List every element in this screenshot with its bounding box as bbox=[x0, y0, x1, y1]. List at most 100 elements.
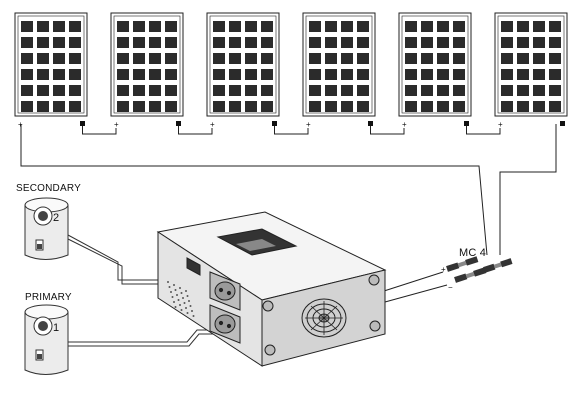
vent-hole bbox=[186, 312, 189, 314]
solar-cell bbox=[437, 85, 449, 96]
solar-cell bbox=[421, 21, 433, 32]
mc4-connectors: + − bbox=[441, 256, 513, 292]
dc-input-cable-negative bbox=[384, 284, 448, 303]
solar-cell bbox=[229, 101, 241, 112]
series-wiring bbox=[82, 126, 501, 135]
solar-cell bbox=[37, 85, 49, 96]
positive-terminal-label: + bbox=[306, 120, 311, 129]
solar-cell bbox=[549, 37, 561, 48]
solar-cell bbox=[117, 85, 129, 96]
solar-cell bbox=[325, 21, 337, 32]
solar-cell bbox=[501, 53, 513, 64]
vent-hole bbox=[191, 310, 193, 312]
solar-cell bbox=[245, 85, 257, 96]
vent-hole bbox=[170, 291, 172, 293]
vent-hole bbox=[183, 302, 186, 304]
solar-cell bbox=[453, 69, 465, 80]
solar-cell bbox=[325, 101, 337, 112]
solar-cell bbox=[341, 69, 353, 80]
negative-terminal-icon bbox=[80, 121, 85, 126]
solar-cell bbox=[357, 37, 369, 48]
vent-hole bbox=[188, 300, 190, 302]
solar-cell bbox=[37, 37, 49, 48]
mc4-connector-negative bbox=[454, 267, 487, 283]
solar-cell bbox=[437, 53, 449, 64]
solar-cell bbox=[453, 37, 465, 48]
solar-cell bbox=[149, 101, 161, 112]
solar-cell bbox=[133, 69, 145, 80]
solar-cell bbox=[69, 101, 81, 112]
solar-cell bbox=[325, 53, 337, 64]
solar-cell bbox=[533, 37, 545, 48]
solar-cell bbox=[213, 101, 225, 112]
screw-icon bbox=[369, 320, 381, 332]
solar-cell bbox=[245, 69, 257, 80]
vent-hole bbox=[173, 284, 175, 286]
solar-cell bbox=[533, 53, 545, 64]
primary-output-socket bbox=[209, 304, 241, 344]
vent-hole bbox=[173, 301, 175, 303]
solar-cell bbox=[357, 85, 369, 96]
solar-cell bbox=[517, 53, 529, 64]
solar-cell bbox=[69, 21, 81, 32]
solar-cell bbox=[149, 53, 161, 64]
solar-cell bbox=[533, 69, 545, 80]
solar-cell bbox=[245, 53, 257, 64]
secondary-label: SECONDARY bbox=[16, 183, 81, 194]
solar-panel: + bbox=[206, 12, 280, 129]
solar-cell bbox=[325, 85, 337, 96]
solar-cell bbox=[501, 69, 513, 80]
device-input-cables bbox=[383, 271, 448, 303]
secondary-boiler-tank: 2 bbox=[24, 197, 69, 260]
solar-cell bbox=[341, 21, 353, 32]
solar-cell bbox=[21, 53, 33, 64]
solar-panel: + bbox=[398, 12, 472, 129]
solar-cell bbox=[229, 69, 241, 80]
solar-cell bbox=[165, 21, 177, 32]
solar-cell bbox=[453, 85, 465, 96]
solar-cell bbox=[213, 69, 225, 80]
vent-hole bbox=[167, 281, 169, 283]
solar-cell bbox=[309, 101, 321, 112]
solar-cell bbox=[549, 53, 561, 64]
solar-cell bbox=[405, 101, 417, 112]
positive-terminal-label: + bbox=[402, 120, 407, 129]
solar-cell bbox=[261, 53, 273, 64]
solar-cell bbox=[437, 37, 449, 48]
solar-cell bbox=[165, 101, 177, 112]
series-wire bbox=[466, 126, 501, 135]
solar-cell bbox=[549, 85, 561, 96]
solar-cell bbox=[501, 37, 513, 48]
mc4-connector-pair-right bbox=[483, 258, 513, 273]
vent-hole bbox=[186, 295, 189, 297]
solar-cell bbox=[357, 21, 369, 32]
negative-array-cable bbox=[499, 124, 557, 255]
vent-hole bbox=[171, 296, 174, 298]
solar-cell bbox=[517, 37, 529, 48]
dc-input-cable-positive bbox=[383, 271, 444, 292]
solar-cell bbox=[517, 101, 529, 112]
solar-cell bbox=[517, 85, 529, 96]
solar-cell bbox=[37, 53, 49, 64]
solar-cell bbox=[229, 37, 241, 48]
vent-hole bbox=[185, 307, 187, 309]
solar-cell bbox=[405, 37, 417, 48]
solar-cell bbox=[165, 85, 177, 96]
solar-cell bbox=[69, 69, 81, 80]
vent-hole bbox=[174, 306, 177, 308]
solar-cell bbox=[453, 101, 465, 112]
power-switch bbox=[186, 257, 201, 276]
series-wire bbox=[178, 126, 213, 135]
solar-cell bbox=[341, 37, 353, 48]
solar-cell bbox=[117, 53, 129, 64]
vent-hole bbox=[192, 315, 195, 317]
solar-cell bbox=[69, 37, 81, 48]
solar-cell bbox=[133, 101, 145, 112]
solar-cell bbox=[165, 69, 177, 80]
solar-cell bbox=[117, 69, 129, 80]
solar-cell bbox=[341, 85, 353, 96]
series-wire bbox=[274, 126, 309, 135]
solar-panel-array: ++++++ bbox=[14, 12, 568, 135]
